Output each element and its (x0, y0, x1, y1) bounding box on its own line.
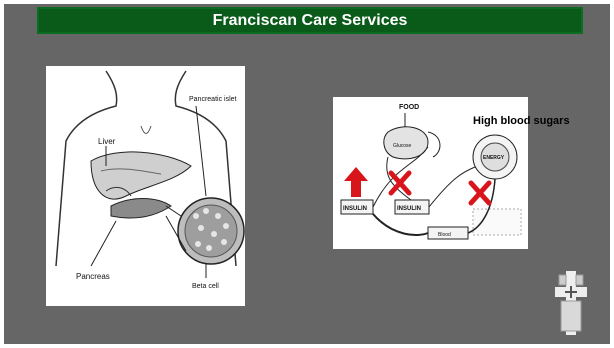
label-liver: Liver (98, 137, 116, 146)
label-pancreas: Pancreas (76, 272, 110, 281)
label-blood: Blood (438, 232, 451, 238)
anatomy-illustration: Liver Pancreas Pancreatic islet Beta cel… (46, 66, 245, 306)
franciscan-logo (555, 271, 587, 335)
cross-icon (471, 183, 489, 203)
label-food: FOOD (399, 104, 419, 111)
label-islet: Pancreatic islet (189, 96, 237, 103)
label-glucose: Glucose (393, 143, 412, 149)
slide-title: Franciscan Care Services (213, 12, 408, 30)
label-insulin-2: INSULIN (397, 206, 421, 212)
label-insulin-1: INSULIN (343, 206, 367, 212)
cross-icon (391, 173, 409, 193)
anatomy-drawing: Liver Pancreas Pancreatic islet Beta cel… (46, 66, 245, 306)
label-beta-cell: Beta cell (192, 283, 219, 290)
high-blood-sugars-label: High blood sugars (473, 115, 570, 127)
increase-arrow-icon (344, 167, 368, 197)
title-banner: Franciscan Care Services (37, 7, 583, 34)
label-energy: ENERGY (483, 155, 505, 161)
